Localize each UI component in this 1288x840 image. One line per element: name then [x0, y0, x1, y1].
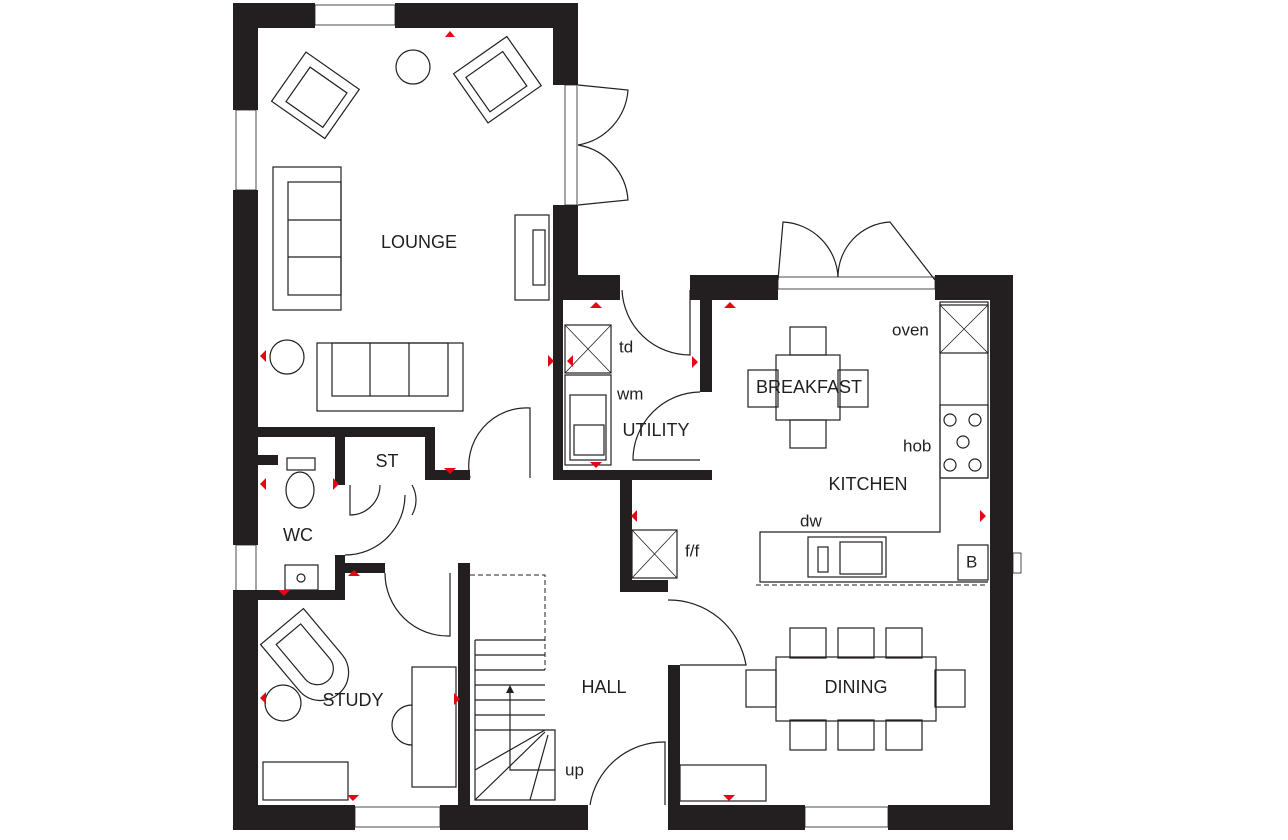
label-wm: wm — [616, 384, 643, 403]
room-label-lounge: LOUNGE — [381, 232, 457, 252]
room-label-study: STUDY — [322, 690, 383, 710]
label-boiler: B — [966, 552, 977, 571]
room-label-breakfast: BREAKFAST — [756, 377, 862, 397]
label-dw: dw — [800, 511, 822, 530]
label-ff: f/f — [685, 541, 699, 560]
room-label-st: ST — [375, 451, 398, 471]
walls — [233, 3, 1013, 830]
labels: LOUNGE UTILITY BREAKFAST KITCHEN ST WC S… — [283, 232, 977, 780]
room-label-dining: DINING — [825, 677, 888, 697]
label-stairs-up: up — [565, 760, 584, 779]
furniture — [259, 35, 989, 802]
label-td: td — [619, 337, 633, 356]
label-hob: hob — [903, 436, 931, 455]
label-oven: oven — [892, 320, 929, 339]
room-label-hall: HALL — [581, 677, 626, 697]
windows-doors — [235, 4, 1022, 828]
socket-markers — [260, 31, 986, 801]
room-label-utility: UTILITY — [622, 420, 689, 440]
room-label-kitchen: KITCHEN — [828, 474, 907, 494]
staircase — [470, 574, 556, 801]
room-label-wc: WC — [283, 525, 313, 545]
